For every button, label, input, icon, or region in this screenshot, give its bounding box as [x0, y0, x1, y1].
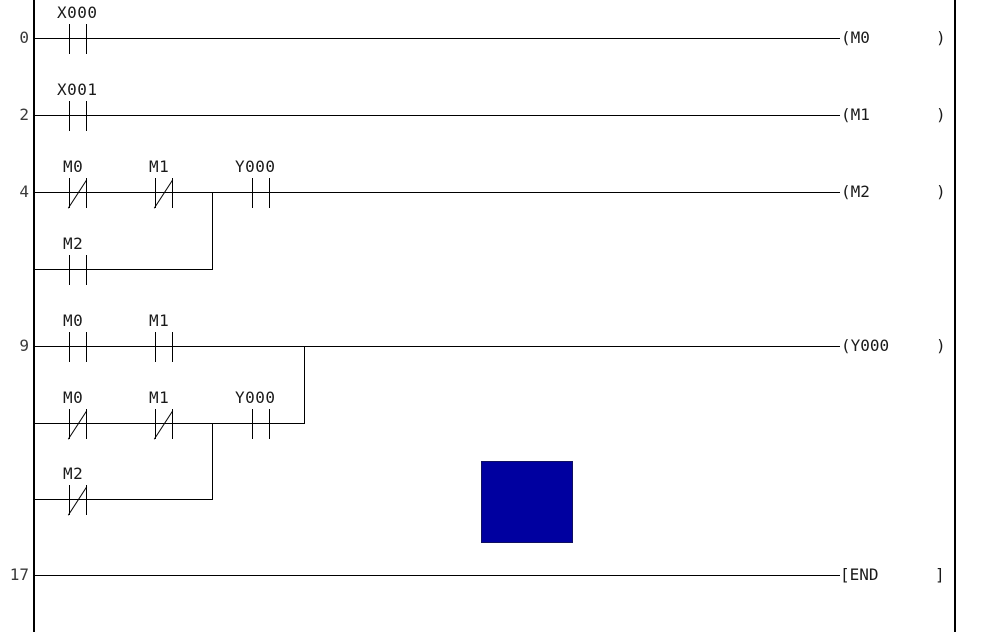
- contact-label-m1: M1: [149, 311, 170, 330]
- contact-bar-left: [155, 332, 156, 362]
- left-power-rail: [33, 0, 35, 632]
- rung-step-number-17: 17: [9, 565, 29, 584]
- contact-m2-no-branch[interactable]: [69, 255, 87, 285]
- contact-bar-right: [86, 409, 87, 439]
- rung-2-wire: [34, 115, 840, 116]
- rung-step-number-0: 0: [19, 28, 29, 47]
- contact-bar-left: [155, 409, 156, 439]
- contact-bar-left: [252, 409, 253, 439]
- contact-bar-left: [69, 485, 70, 515]
- contact-m0-nc-branch[interactable]: [67, 409, 88, 440]
- contact-x001-no[interactable]: [69, 101, 87, 131]
- contact-bar-left: [69, 101, 70, 131]
- rung-9-branch-b-connector: [212, 423, 213, 500]
- contact-m0-nc[interactable]: [67, 178, 88, 209]
- contact-label-y000: Y000: [235, 157, 276, 176]
- rung-0-wire: [34, 38, 840, 39]
- contact-bar-right: [86, 101, 87, 131]
- contact-label-x000: X000: [57, 3, 98, 22]
- contact-bar-left: [69, 332, 70, 362]
- contact-bar-right: [86, 24, 87, 54]
- contact-label-m0-nc: M0: [63, 388, 84, 407]
- contact-m0-no[interactable]: [69, 332, 87, 362]
- rung-9-wire-branch-b: [34, 499, 213, 500]
- contact-label-m0: M0: [63, 157, 84, 176]
- contact-bar-right: [86, 332, 87, 362]
- instruction-end[interactable]: [END: [840, 565, 879, 584]
- rung-9-branch-a-connector: [304, 346, 305, 424]
- contact-label-m2-branch: M2: [63, 234, 84, 253]
- contact-bar-right: [86, 178, 87, 208]
- contact-y000-no[interactable]: [252, 178, 270, 208]
- coil-m1-close: ): [936, 105, 946, 124]
- contact-label-m1-nc: M1: [149, 388, 170, 407]
- contact-m2-nc-branch[interactable]: [67, 485, 88, 516]
- coil-y000[interactable]: (Y000: [841, 336, 890, 355]
- contact-bar-right: [269, 409, 270, 439]
- contact-bar-left: [69, 24, 70, 54]
- rung-4-wire-main: [34, 192, 840, 193]
- contact-bar-left: [69, 178, 70, 208]
- contact-bar-right: [172, 178, 173, 208]
- rung-step-number-9: 9: [19, 336, 29, 355]
- rung-17-wire: [34, 575, 840, 576]
- contact-bar-right: [172, 332, 173, 362]
- rung-step-number-2: 2: [19, 105, 29, 124]
- contact-m1-no[interactable]: [155, 332, 173, 362]
- rung-step-number-4: 4: [19, 182, 29, 201]
- contact-bar-left: [155, 178, 156, 208]
- contact-y000-no-branch[interactable]: [252, 409, 270, 439]
- contact-label-m0: M0: [63, 311, 84, 330]
- rung-4-wire-branch: [34, 269, 213, 270]
- coil-m2[interactable]: (M2: [841, 182, 870, 201]
- contact-bar-right: [172, 409, 173, 439]
- contact-bar-left: [69, 409, 70, 439]
- coil-m0[interactable]: (M0: [841, 28, 870, 47]
- coil-m2-close: ): [936, 182, 946, 201]
- contact-label-x001: X001: [57, 80, 98, 99]
- instruction-end-close: ]: [935, 565, 945, 584]
- contact-bar-left: [69, 255, 70, 285]
- coil-m0-close: ): [936, 28, 946, 47]
- contact-bar-right: [86, 255, 87, 285]
- rung-4-branch-connector: [212, 192, 213, 270]
- contact-x000-no[interactable]: [69, 24, 87, 54]
- right-power-rail: [954, 0, 956, 632]
- contact-bar-right: [269, 178, 270, 208]
- contact-bar-right: [86, 485, 87, 515]
- selection-cursor-block[interactable]: [481, 461, 573, 543]
- contact-m1-nc[interactable]: [153, 178, 174, 209]
- contact-label-y000-branch: Y000: [235, 388, 276, 407]
- contact-label-m2-nc: M2: [63, 464, 84, 483]
- contact-m1-nc-branch[interactable]: [153, 409, 174, 440]
- contact-bar-left: [252, 178, 253, 208]
- contact-label-m1: M1: [149, 157, 170, 176]
- coil-m1[interactable]: (M1: [841, 105, 870, 124]
- rung-9-wire-main: [34, 346, 840, 347]
- coil-y000-close: ): [936, 336, 946, 355]
